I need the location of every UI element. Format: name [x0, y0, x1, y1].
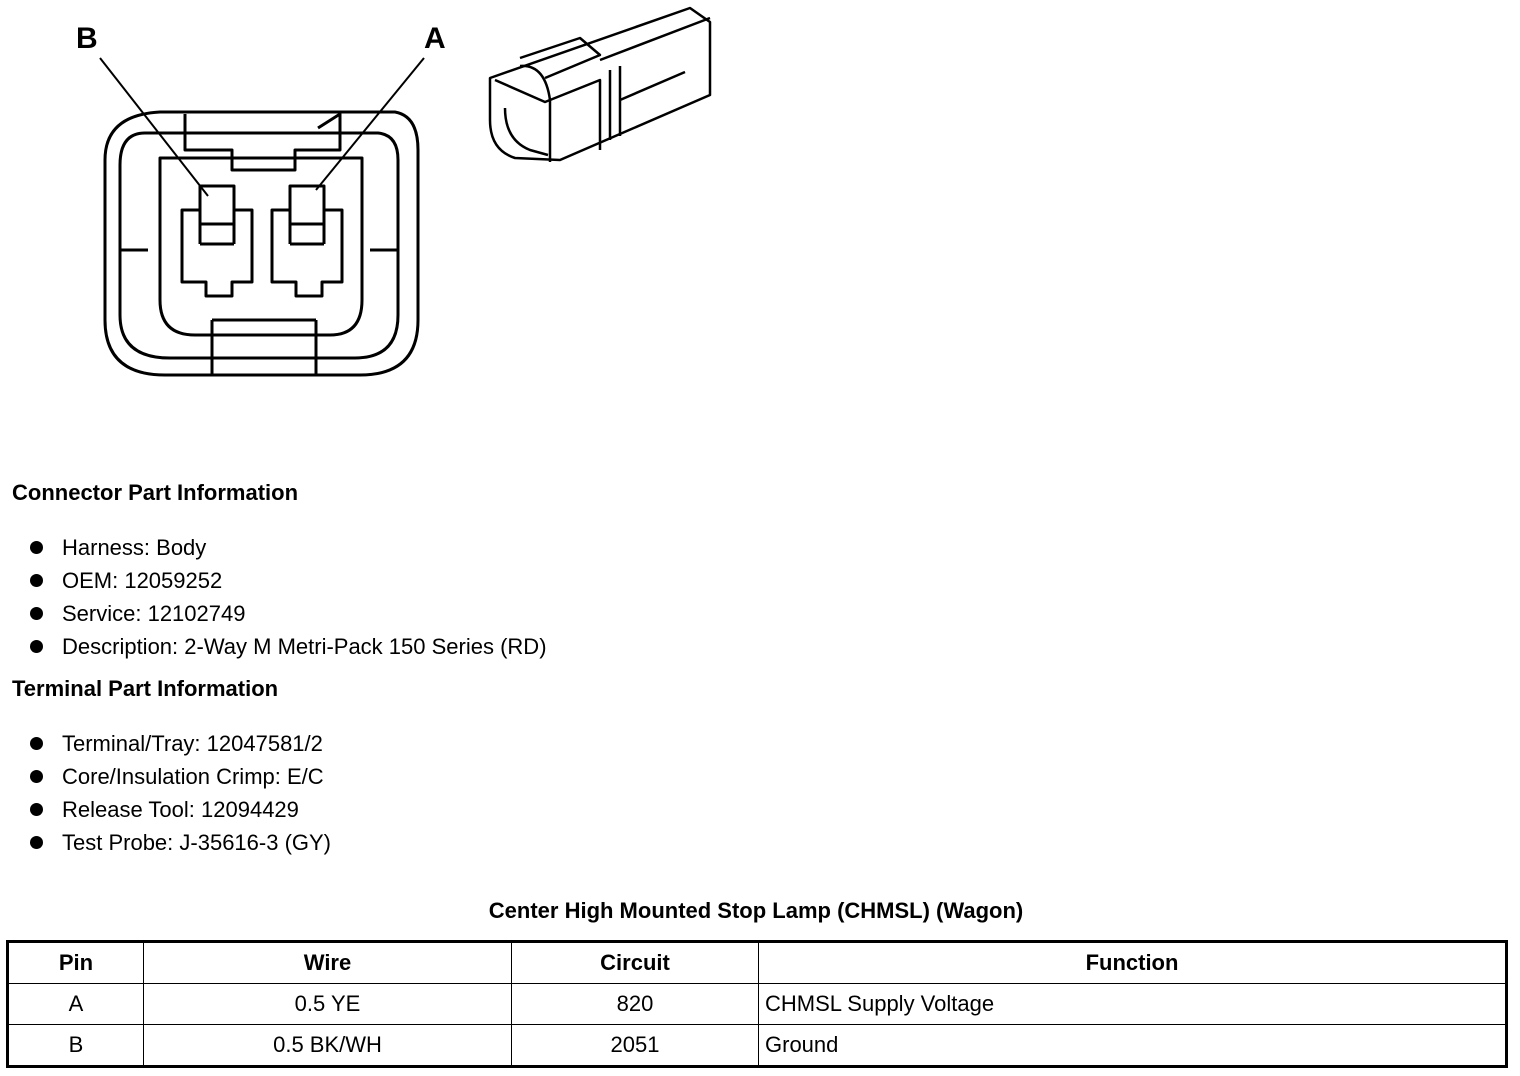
leader-line-b [99, 57, 209, 197]
connector-info-list: Harness: Body OEM: 12059252 Service: 121… [28, 531, 547, 663]
cell-pin: B [7, 1024, 144, 1067]
column-header-wire: Wire [143, 941, 512, 984]
cell-pin: A [7, 983, 144, 1025]
leader-line-a [315, 57, 425, 191]
cell-function: Ground [758, 1024, 1507, 1067]
list-item: Test Probe: J-35616-3 (GY) [28, 826, 331, 859]
table-row: B 0.5 BK/WH 2051 Ground [7, 1024, 1507, 1067]
table-title: Center High Mounted Stop Lamp (CHMSL) (W… [488, 898, 1024, 923]
list-item: Service: 12102749 [28, 597, 547, 630]
connector-face-inner [118, 131, 400, 360]
bullet-icon [30, 541, 43, 554]
list-item: OEM: 12059252 [28, 564, 547, 597]
cavity-b [180, 184, 254, 298]
bullet-icon [30, 640, 43, 653]
cell-circuit: 2051 [511, 1024, 759, 1067]
terminal-b [198, 210, 236, 246]
cell-function: CHMSL Supply Voltage [758, 983, 1507, 1025]
pin-label-b: B [76, 22, 98, 55]
list-item: Description: 2-Way M Metri-Pack 150 Seri… [28, 630, 547, 663]
connector-face-outline [103, 110, 420, 377]
table-header-row: Pin Wire Circuit Function [7, 941, 1507, 984]
connector-info-heading: Connector Part Information [12, 480, 299, 505]
connector-key [210, 318, 318, 375]
cell-wire: 0.5 BK/WH [143, 1024, 512, 1067]
pinout-table: Pin Wire Circuit Function A 0.5 YE 820 C… [6, 940, 1508, 1068]
bullet-icon [30, 574, 43, 587]
list-item: Harness: Body [28, 531, 547, 564]
latch-ramp [317, 112, 342, 150]
connector-isometric [488, 6, 712, 162]
cell-circuit: 820 [511, 983, 759, 1025]
list-item: Terminal/Tray: 12047581/2 [28, 727, 331, 760]
bullet-icon [30, 607, 43, 620]
list-item: Core/Insulation Crimp: E/C [28, 760, 331, 793]
bullet-icon [30, 803, 43, 816]
table-row: A 0.5 YE 820 CHMSL Supply Voltage [7, 983, 1507, 1025]
terminal-info-list: Terminal/Tray: 12047581/2 Core/Insulatio… [28, 727, 331, 859]
connector-cavity-wall [158, 156, 364, 337]
bullet-icon [30, 737, 43, 750]
column-header-pin: Pin [7, 941, 144, 984]
cavity-a [270, 184, 344, 298]
bullet-icon [30, 770, 43, 783]
column-header-function: Function [758, 941, 1507, 984]
list-item: Release Tool: 12094429 [28, 793, 331, 826]
cell-wire: 0.5 YE [143, 983, 512, 1025]
terminal-info-heading: Terminal Part Information [12, 676, 279, 701]
connector-latch [183, 114, 342, 172]
terminal-a [288, 210, 326, 246]
pin-label-a: A [424, 22, 446, 55]
column-header-circuit: Circuit [511, 941, 759, 984]
connector-diagram: B A [76, 6, 712, 377]
bullet-icon [30, 836, 43, 849]
